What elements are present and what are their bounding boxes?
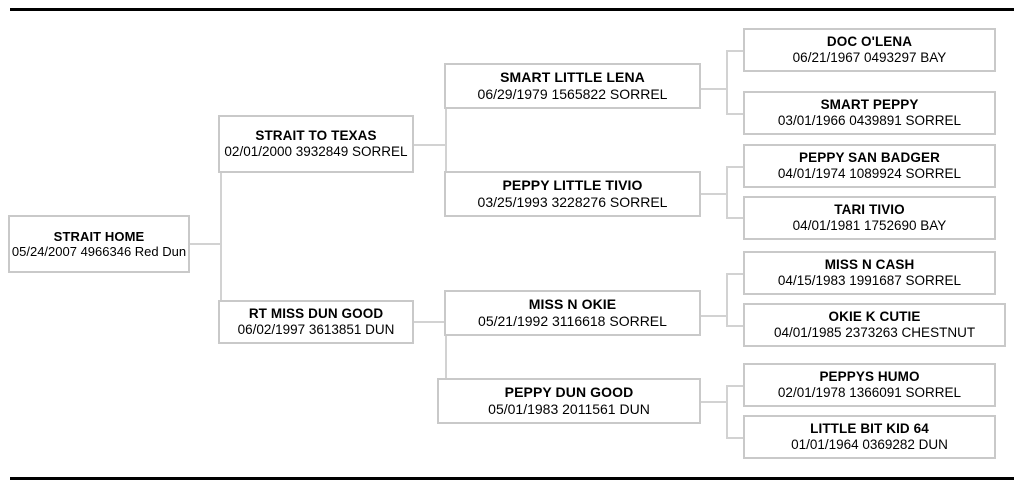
pedigree-node-peppy-san-badger[interactable]: PEPPY SAN BADGER 04/01/1974 1089924 SORR… — [743, 144, 996, 188]
connector-g3ds-up — [726, 273, 728, 316]
node-name: PEPPYS HUMO — [819, 369, 920, 385]
connector-g3sd-down — [726, 193, 728, 218]
connector-g4f-in — [726, 325, 744, 327]
node-info: 06/02/1997 3613851 DUN — [237, 322, 395, 337]
connector-g3ds-stem — [700, 315, 728, 317]
pedigree-node-miss-n-cash[interactable]: MISS N CASH 04/15/1983 1991687 SORREL — [743, 251, 996, 295]
node-info: 06/21/1967 0493297 BAY — [792, 50, 947, 65]
connector-g2s-stem — [413, 144, 447, 146]
connector-g3ss-stem — [700, 88, 728, 90]
node-name: MISS N CASH — [824, 257, 915, 273]
node-info: 03/25/1993 3228276 SORREL — [477, 194, 668, 210]
pedigree-node-doc-olena[interactable]: DOC O'LENA 06/21/1967 0493297 BAY — [743, 28, 996, 72]
connector-g4g-in — [726, 385, 744, 387]
node-name: DOC O'LENA — [826, 34, 913, 50]
connector-g3dd-down — [726, 401, 728, 438]
top-divider-rule — [10, 8, 1014, 11]
node-name: SMART LITTLE LENA — [500, 69, 645, 86]
node-name: STRAIT HOME — [53, 228, 145, 244]
connector-g3ss-up — [726, 50, 728, 89]
node-name: SMART PEPPY — [820, 97, 919, 113]
connector-g3ds-down — [726, 315, 728, 326]
connector-g4e-in — [726, 273, 744, 275]
pedigree-node-strait-home[interactable]: STRAIT HOME 05/24/2007 4966346 Red Dun — [8, 215, 190, 273]
connector-g4a-in — [726, 50, 744, 52]
pedigree-node-peppy-dun-good[interactable]: PEPPY DUN GOOD 05/01/1983 2011561 DUN — [437, 378, 701, 424]
connector-g3sd-stem — [700, 193, 728, 195]
bottom-divider-rule — [10, 477, 1014, 480]
connector-g2d-down — [445, 321, 447, 401]
node-name: PEPPY SAN BADGER — [799, 150, 940, 166]
node-info: 05/21/1992 3116618 SORREL — [478, 313, 667, 329]
connector-g4d-in — [726, 217, 744, 219]
connector-g4c-in — [726, 166, 744, 168]
node-name: MISS N OKIE — [528, 296, 617, 313]
node-name: STRAIT TO TEXAS — [255, 128, 377, 144]
connector-g1-up — [220, 144, 222, 244]
pedigree-node-peppys-humo[interactable]: PEPPYS HUMO 02/01/1978 1366091 SORREL — [743, 363, 996, 407]
node-name: PEPPY DUN GOOD — [504, 384, 634, 401]
pedigree-node-peppy-little-tivio[interactable]: PEPPY LITTLE TIVIO 03/25/1993 3228276 SO… — [444, 171, 701, 217]
pedigree-node-tari-tivio[interactable]: TARI TIVIO 04/01/1981 1752690 BAY — [743, 196, 996, 240]
pedigree-node-smart-peppy[interactable]: SMART PEPPY 03/01/1966 0439891 SORREL — [743, 91, 996, 135]
connector-g2s-up — [445, 88, 447, 145]
connector-g2d-stem — [413, 321, 447, 323]
node-info: 04/01/1981 1752690 BAY — [792, 218, 947, 233]
node-info: 05/24/2007 4966346 Red Dun — [11, 244, 187, 259]
connector-g3ss-down — [726, 88, 728, 114]
node-info: 06/29/1979 1565822 SORREL — [477, 86, 668, 102]
pedigree-node-strait-to-texas[interactable]: STRAIT TO TEXAS 02/01/2000 3932849 SORRE… — [218, 115, 414, 173]
node-info: 03/01/1966 0439891 SORREL — [777, 113, 962, 128]
pedigree-node-rt-miss-dun-good[interactable]: RT MISS DUN GOOD 06/02/1997 3613851 DUN — [218, 300, 414, 344]
connector-g4b-in — [726, 113, 744, 115]
node-info: 02/01/1978 1366091 SORREL — [777, 385, 962, 400]
connector-g3sd-up — [726, 166, 728, 194]
connector-g3dd-stem — [700, 401, 728, 403]
connector-g1-stem — [188, 243, 222, 245]
node-info: 04/01/1974 1089924 SORREL — [777, 166, 962, 181]
connector-g3dd-up — [726, 385, 728, 402]
node-info: 04/01/1985 2373263 CHESTNUT — [773, 325, 976, 340]
connector-g4h-in — [726, 437, 744, 439]
node-info: 05/01/1983 2011561 DUN — [488, 401, 650, 417]
node-info: 02/01/2000 3932849 SORREL — [224, 144, 408, 159]
pedigree-node-okie-k-cutie[interactable]: OKIE K CUTIE 04/01/1985 2373263 CHESTNUT — [743, 303, 1006, 347]
connector-g2s-down — [445, 144, 447, 193]
pedigree-node-little-bit-kid[interactable]: LITTLE BIT KID 64 01/01/1964 0369282 DUN — [743, 415, 996, 459]
node-name: OKIE K CUTIE — [828, 309, 921, 325]
pedigree-node-miss-n-okie[interactable]: MISS N OKIE 05/21/1992 3116618 SORREL — [444, 290, 701, 336]
node-name: RT MISS DUN GOOD — [248, 306, 384, 322]
connector-g1-down — [220, 243, 222, 321]
node-name: LITTLE BIT KID 64 — [810, 421, 929, 437]
pedigree-node-smart-little-lena[interactable]: SMART LITTLE LENA 06/29/1979 1565822 SOR… — [444, 63, 701, 109]
node-info: 04/15/1983 1991687 SORREL — [777, 273, 962, 288]
node-name: PEPPY LITTLE TIVIO — [502, 177, 643, 194]
node-name: TARI TIVIO — [834, 202, 905, 218]
node-info: 01/01/1964 0369282 DUN — [791, 437, 948, 452]
